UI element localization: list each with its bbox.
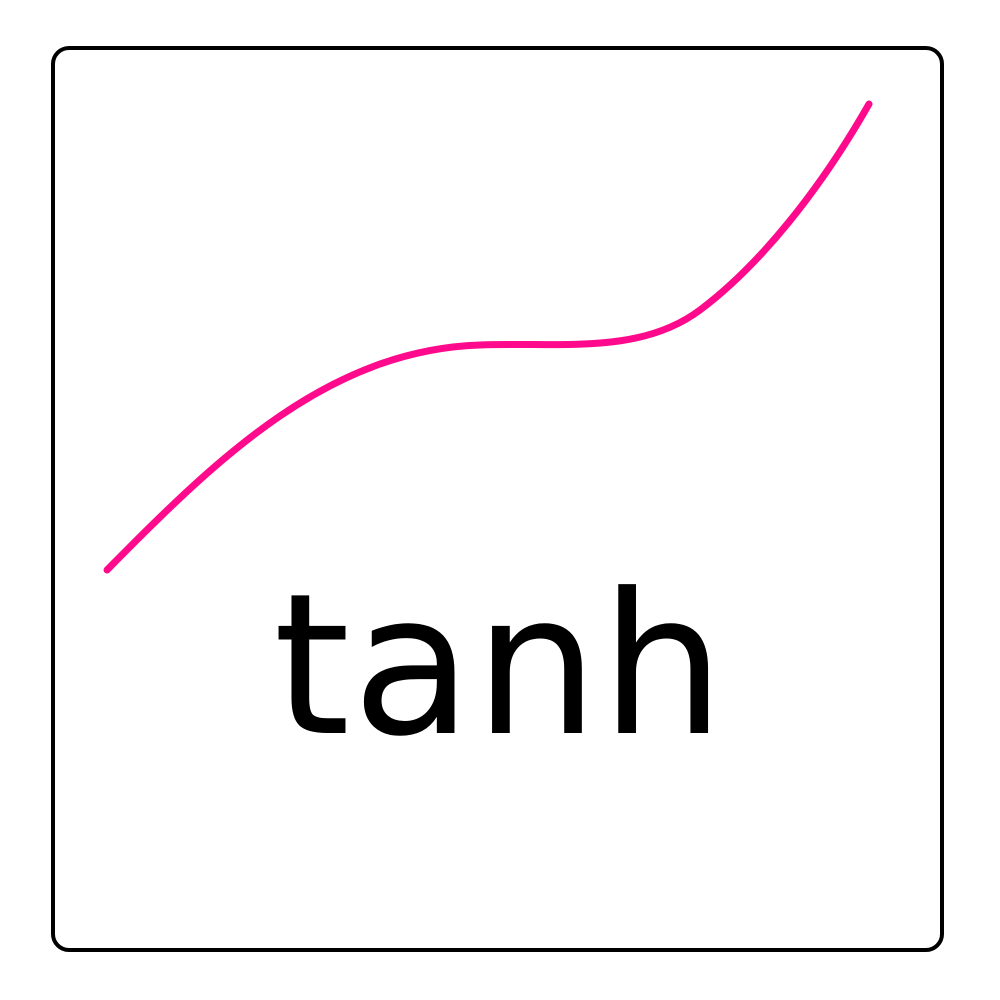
activation-curve <box>103 100 873 574</box>
function-label: tanh <box>273 552 727 780</box>
rounded-frame <box>51 46 944 952</box>
